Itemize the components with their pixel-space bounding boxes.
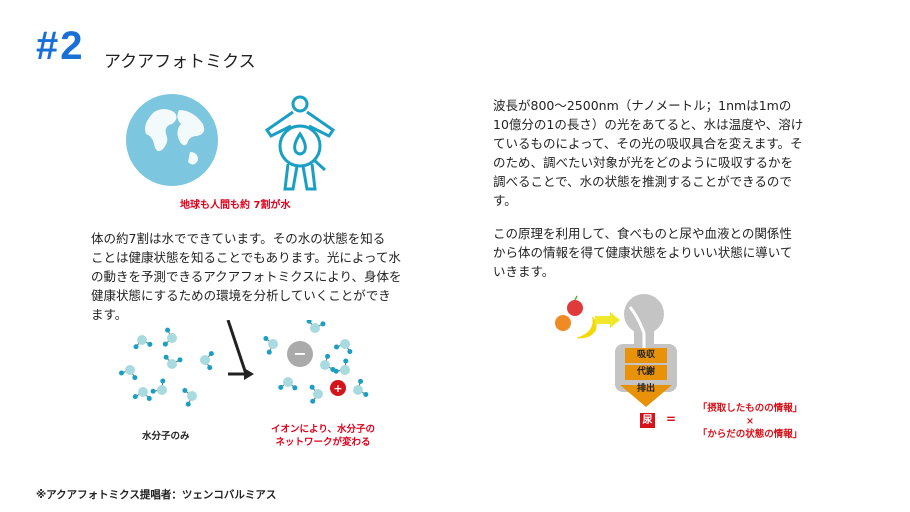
paragraph-line: ます。	[91, 307, 128, 322]
paragraph-line: 10億分の1の長さ）の光をあてると、水は温度や、溶け	[493, 117, 804, 132]
water-molecule	[119, 365, 138, 381]
figure-caption: 地球も人間も約 7割が水	[180, 200, 291, 211]
apple-icon	[567, 295, 583, 316]
info-formula: 「摂取したものの情報」 × 「からだの状態の情報」	[680, 402, 820, 441]
banana-icon	[576, 316, 597, 339]
water-molecule-figure: − +	[119, 320, 369, 407]
equals-sign: =	[666, 412, 677, 426]
person-water-icon	[264, 95, 336, 191]
water-molecule	[320, 353, 336, 372]
paragraph-line: 波長が800〜2500nm（ナノメートル；1nmは1mの	[493, 98, 792, 113]
formula-intake: 「摂取したものの情報」	[697, 403, 803, 414]
page-title: アクアフォトミクス	[104, 52, 256, 72]
footer-note: ※アクアフォトミクス提唱者：ツェンコバルミアス	[36, 489, 277, 501]
water-molecule	[353, 378, 369, 397]
paragraph-line: 健康状態にするための環境を分析していくことができ	[91, 288, 391, 303]
urine-badge: 尿	[640, 413, 655, 428]
principle-paragraph: 波長が800〜2500nm（ナノメートル；1nmは1mの 10億分の1の長さ）の…	[493, 96, 803, 210]
water-molecule	[306, 320, 326, 333]
digestion-figure	[555, 294, 677, 407]
section-number: #2	[36, 24, 85, 68]
paragraph-line: いきます。	[493, 264, 555, 279]
orange-icon	[555, 315, 571, 331]
paragraph-line: から体の情報を得て健康状態をよりいい状態に導いて	[493, 245, 793, 260]
water-molecule	[182, 387, 197, 407]
label-ion-network: イオンにより、水分子の ネットワークが変わる	[268, 423, 378, 449]
water-molecule	[132, 387, 152, 401]
formula-body-state: 「からだの状態の情報」	[697, 429, 803, 440]
label-water-only: 水分子のみ	[142, 431, 190, 442]
water-molecule	[333, 358, 350, 375]
intro-paragraph: 体の約7割は水でできています。その水の状態を知る ことは健康状態を知ることでもあ…	[91, 229, 402, 324]
arrow-right-icon	[595, 312, 620, 328]
application-paragraph: この原理を利用して、食べものと尿や血液との関係性 から体の情報を得て健康状態をよ…	[493, 224, 792, 281]
paragraph-line: 調べることで、水の状態を推測することができるので	[493, 174, 792, 189]
stage-metabolism: 代謝	[625, 365, 667, 380]
stage-excretion: 排出	[636, 384, 655, 394]
paragraph-line: の動きを予測できるアクアフォトミクスにより、身体を	[91, 269, 402, 284]
water-molecule	[133, 335, 153, 350]
label-line: イオンにより、水分子の	[271, 424, 375, 435]
minus-sign: −	[293, 344, 306, 363]
stage-absorption: 吸収	[625, 348, 667, 363]
paragraph-line: す。	[493, 193, 517, 208]
arrow-right-icon	[226, 320, 254, 380]
globe-icon	[126, 94, 218, 186]
paragraph-line: ているものによって、その光の吸収具合を変えます。そ	[493, 136, 803, 151]
water-molecule	[200, 351, 214, 371]
water-molecule	[263, 335, 278, 355]
water-molecule	[309, 384, 323, 404]
paragraph-line: のため、調べたい対象が光をどのように吸収するかを	[493, 155, 794, 170]
water-molecule	[334, 339, 353, 355]
paragraph-line: この原理を利用して、食べものと尿や血液との関係性	[493, 226, 792, 241]
down-arrow	[620, 385, 672, 407]
water-molecule	[162, 327, 177, 347]
paragraph-line: 体の約7割は水でできています。その水の状態を知る	[91, 231, 386, 246]
positive-ion: +	[330, 380, 346, 396]
water-molecule	[278, 377, 298, 391]
water-molecule	[150, 378, 167, 395]
paragraph-line: ことは健康状態を知ることでもあります。光によって水	[91, 250, 401, 265]
negative-ion: −	[287, 341, 313, 367]
plus-sign: +	[333, 382, 342, 395]
water-molecule	[163, 354, 183, 369]
formula-times: ×	[746, 416, 754, 427]
label-line: ネットワークが変わる	[275, 437, 371, 448]
